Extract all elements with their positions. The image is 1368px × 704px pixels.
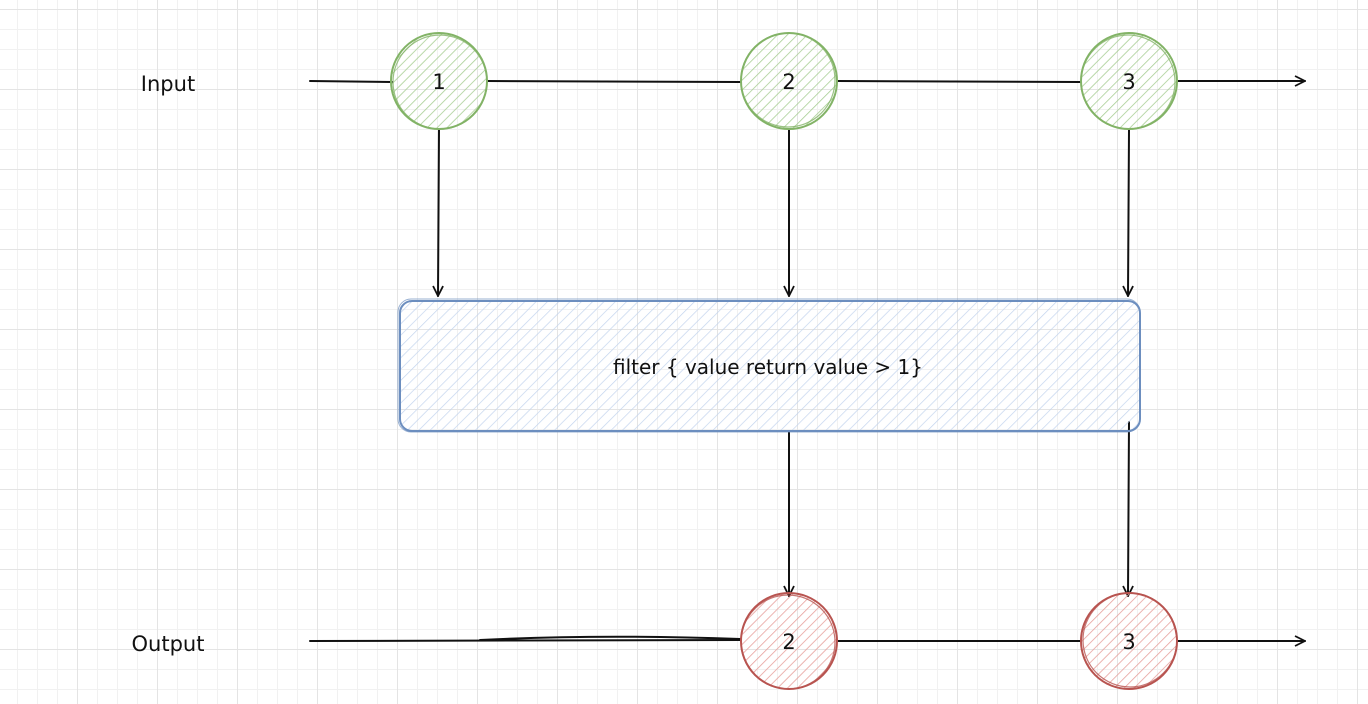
- arrow-1-to-filter: [432, 129, 444, 297]
- input-node-1-sketch: [392, 34, 488, 130]
- output-node-3[interactable]: 3: [1080, 592, 1178, 690]
- input-line-segment-1: [486, 80, 741, 83]
- arrow-filter-to-3: [1122, 421, 1134, 597]
- input-node-3-sketch: [1080, 34, 1176, 130]
- output-node-3-value: 3: [1122, 630, 1135, 654]
- input-line-segment-2: [837, 80, 1081, 83]
- output-node-2[interactable]: 2: [740, 592, 838, 690]
- filter-box[interactable]: filter { value return value > 1}: [397, 298, 1141, 433]
- input-timeline: [309, 75, 1306, 87]
- output-label: Output: [132, 632, 205, 656]
- filter-to-output-arrows: [783, 421, 1134, 597]
- input-node-3[interactable]: 3: [1080, 32, 1178, 130]
- input-node-3-value: 3: [1122, 70, 1135, 94]
- output-node-2-sketch: [740, 594, 836, 690]
- filter-text: filter { value return value > 1}: [613, 355, 923, 379]
- output-timeline: [309, 635, 1306, 647]
- output-line-sketch: [479, 635, 741, 641]
- output-line-start: [309, 639, 741, 642]
- input-node-1[interactable]: 1: [390, 32, 488, 130]
- input-line-start: [309, 80, 393, 83]
- output-node-2-value: 2: [782, 630, 795, 654]
- input-node-1-value: 1: [432, 70, 445, 94]
- input-to-filter-arrows: [432, 129, 1134, 297]
- filter-box-sketch-outline: [397, 298, 1141, 433]
- input-node-2[interactable]: 2: [740, 32, 838, 130]
- input-node-2-sketch: [740, 32, 836, 128]
- arrow-3-to-filter: [1122, 129, 1134, 297]
- input-label: Input: [141, 72, 195, 96]
- input-node-2-value: 2: [782, 70, 795, 94]
- output-node-3-sketch: [1082, 592, 1178, 688]
